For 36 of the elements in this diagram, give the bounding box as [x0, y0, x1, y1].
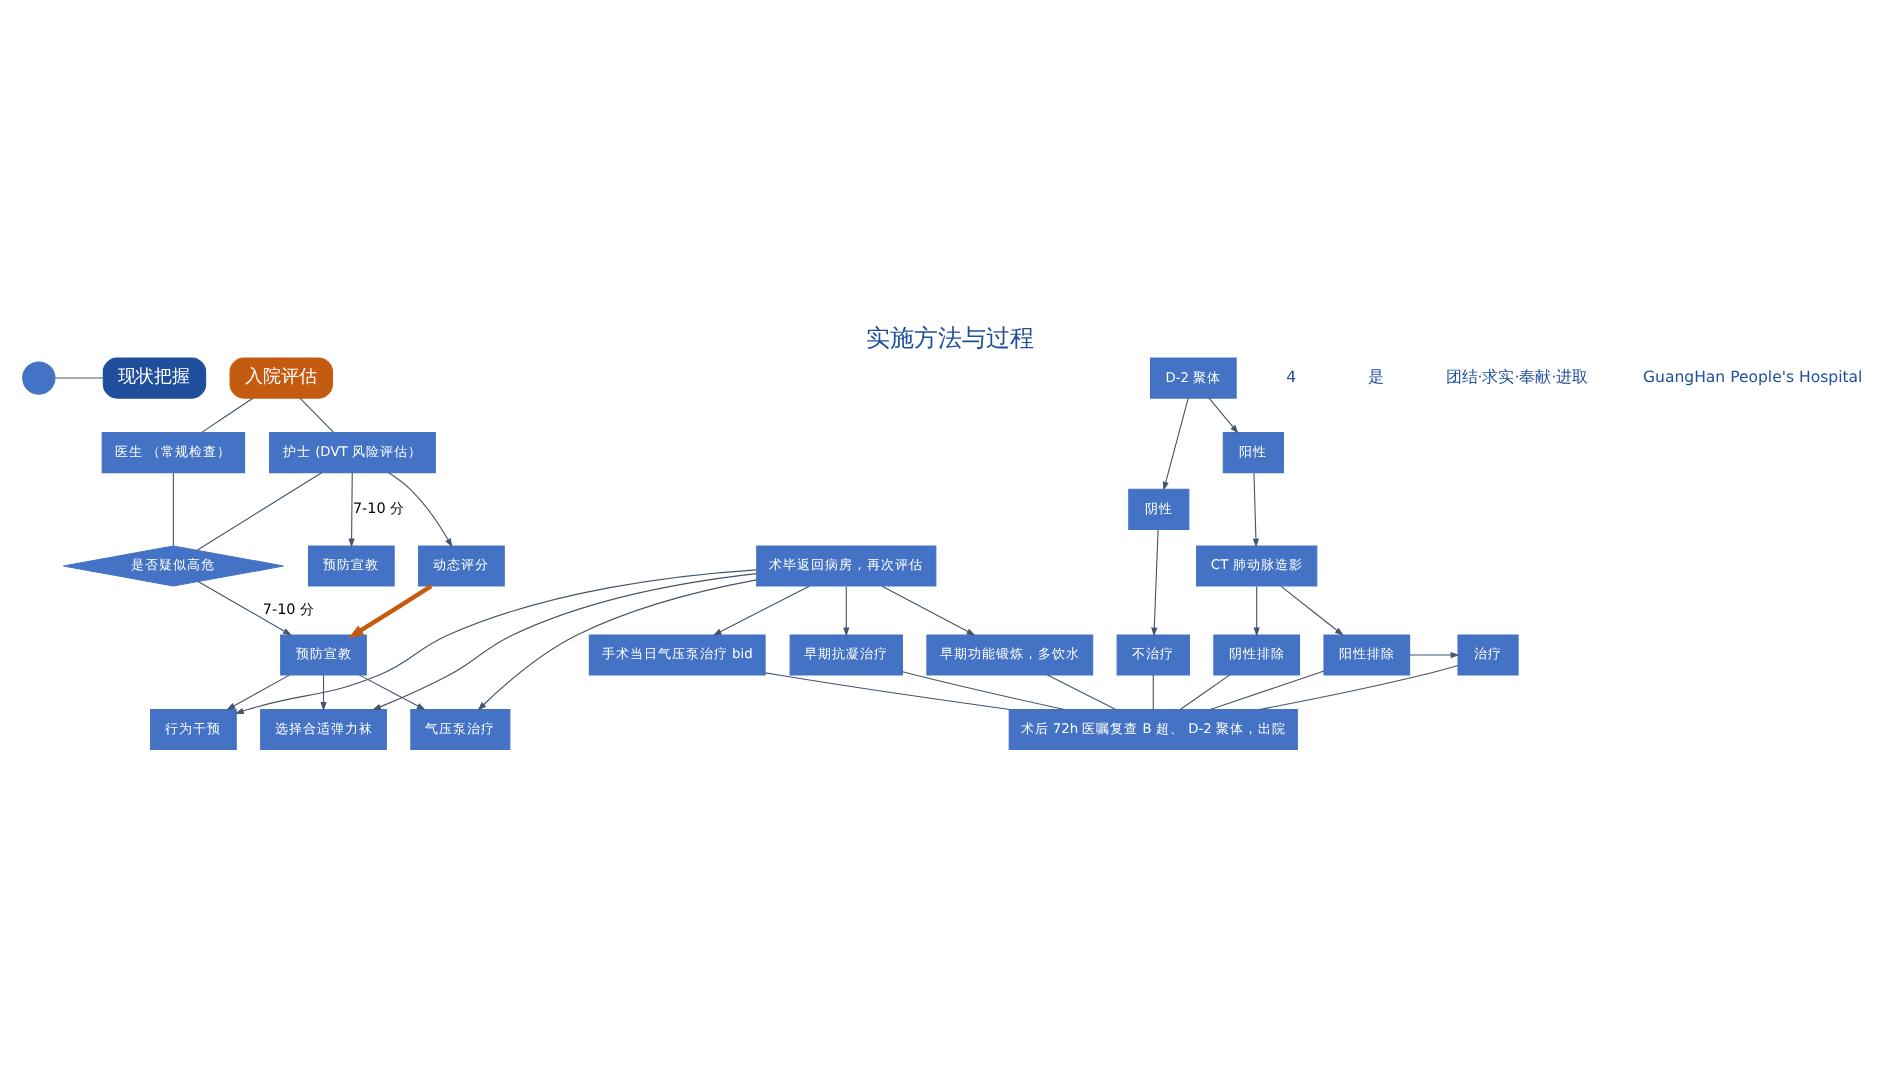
arrow — [372, 572, 758, 710]
arrow — [1252, 471, 1260, 547]
node-box: 入院评估 — [229, 356, 333, 398]
arrow — [388, 471, 453, 547]
node-circle — [22, 360, 56, 394]
arrow — [234, 568, 757, 713]
arrow — [477, 578, 758, 710]
arrow — [843, 584, 850, 636]
connector — [54, 376, 104, 378]
connector — [172, 471, 174, 546]
connector — [196, 471, 323, 550]
connector — [1209, 669, 1325, 709]
connector — [299, 396, 335, 432]
connector — [1180, 673, 1231, 709]
arrow — [348, 471, 355, 547]
connector — [201, 396, 254, 432]
diagram-title: 实施方法与过程 — [866, 323, 1034, 352]
arrow — [358, 673, 426, 710]
arrow — [712, 584, 810, 635]
connector — [1258, 663, 1459, 710]
arrow — [1280, 584, 1344, 635]
arrow — [320, 673, 327, 710]
arrow — [1208, 396, 1239, 433]
connector — [764, 671, 1011, 709]
node-box: 现状把握 — [102, 356, 207, 398]
arrow — [1409, 650, 1460, 658]
connector — [902, 670, 1065, 710]
arrow — [1162, 396, 1189, 490]
arrow — [1151, 527, 1159, 636]
arrow — [197, 580, 292, 635]
arrow — [1253, 584, 1260, 636]
connector — [1152, 673, 1154, 709]
arrow — [226, 673, 290, 710]
arrow — [881, 584, 976, 635]
connector — [1046, 673, 1116, 709]
arrow — [348, 583, 433, 638]
